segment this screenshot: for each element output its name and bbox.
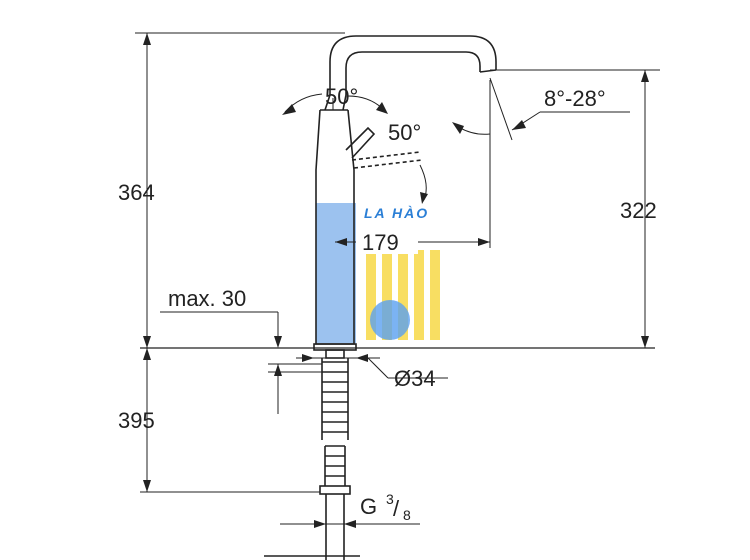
- watermark-circle: [370, 300, 410, 340]
- spout-height-label: 322: [620, 198, 657, 223]
- thread-label-slash: /: [393, 496, 400, 521]
- watermark-yellow-bar-3: [398, 250, 408, 340]
- angle-lever-side: 50°: [388, 120, 428, 204]
- watermark-blue-bar: [316, 203, 356, 343]
- lever-side-angle-label: 50°: [388, 120, 421, 145]
- dimension-spout-reach: 179: [335, 80, 491, 255]
- max-thickness-label: max. 30: [168, 286, 246, 311]
- watermark-yellow-bar-1: [366, 250, 376, 340]
- angle-spout: 8°-28°: [452, 77, 630, 141]
- thread-label-g: G: [360, 494, 377, 519]
- dimension-max-thickness: max. 30: [160, 286, 322, 414]
- dimension-hose-length: 395: [118, 348, 320, 493]
- hose-length-label: 395: [118, 408, 155, 433]
- faucet-body: [313, 35, 497, 351]
- watermark-logo: LA HÀO: [316, 203, 440, 343]
- thread-label-numerator: 3: [386, 491, 394, 507]
- thread-label-denominator: 8: [403, 507, 411, 523]
- watermark-yellow-bar-4: [414, 250, 424, 340]
- total-height-label: 364: [118, 180, 155, 205]
- dimension-spout-height: 322: [620, 70, 657, 348]
- watermark-yellow-bar-2: [382, 250, 392, 340]
- dimension-total-height: 364: [118, 33, 155, 348]
- spout-reach-label: 179: [362, 230, 399, 255]
- hole-diameter-label: Ø34: [394, 366, 436, 391]
- dimension-connection-thread: G 3 / 8: [280, 491, 420, 528]
- watermark-yellow-bar-5: [430, 250, 440, 340]
- supply-hoses: [264, 349, 360, 560]
- angle-lever-top: 50°: [282, 84, 388, 115]
- lever-top-angle-label: 50°: [325, 84, 358, 109]
- watermark-text: LA HÀO: [364, 205, 429, 221]
- spout-angle-label: 8°-28°: [544, 86, 606, 111]
- dimension-hole-diameter: Ø34: [296, 354, 448, 391]
